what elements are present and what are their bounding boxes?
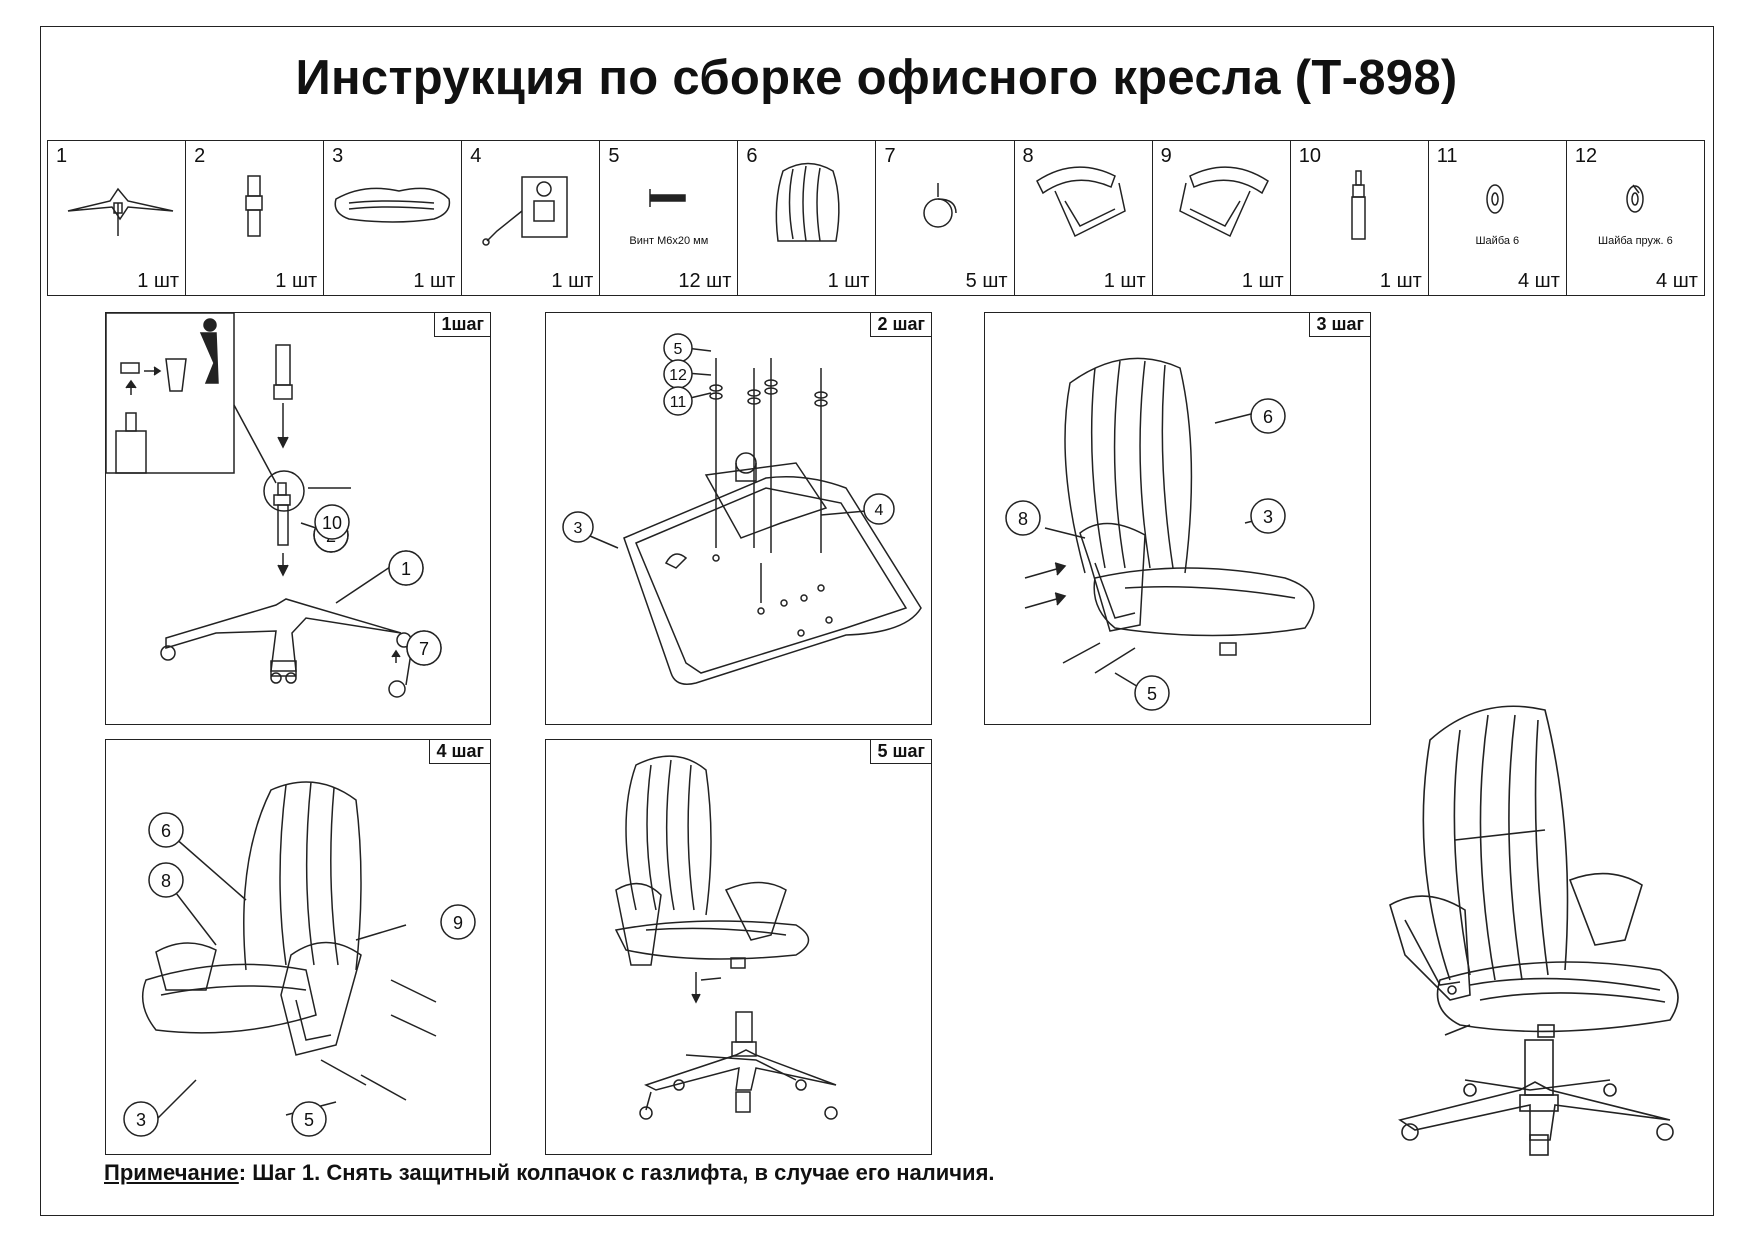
- part-cell: 7 5 шт: [876, 141, 1015, 295]
- callout-4: 4: [875, 502, 884, 519]
- gas-lift-cover-icon: [245, 175, 263, 237]
- part-quantity: 1 шт: [551, 270, 594, 292]
- step-3-panel: 3 шаг 6 8 3 5: [984, 312, 1371, 725]
- backrest-icon: [775, 162, 841, 242]
- spring-washer-icon: [1626, 184, 1644, 213]
- part-quantity: 4 шт: [1656, 270, 1698, 292]
- part-number: 6: [746, 145, 758, 167]
- callout-7: 7: [419, 639, 429, 659]
- callout-8: 8: [161, 871, 171, 891]
- part-cell: 2 1 шт: [186, 141, 325, 295]
- parts-table: 1 1 шт 2 1 шт 3: [47, 140, 1705, 296]
- step-4-diagram: 6 8 9 3 5: [123, 781, 476, 1137]
- part-quantity: 1 шт: [413, 270, 456, 292]
- part-quantity: 1 шт: [1379, 270, 1422, 292]
- part-quantity: 1 шт: [827, 270, 870, 292]
- part-cell: 11 Шайба 6 4 шт: [1429, 141, 1567, 295]
- part-number: 12: [1574, 145, 1598, 167]
- assembled-chair-illustration: [1389, 705, 1679, 1156]
- part-cell: 1 1 шт: [48, 141, 187, 295]
- callout-5: 5: [1147, 684, 1157, 704]
- step-1-diagram: 2 10 1 7: [106, 313, 442, 698]
- callout-6: 6: [161, 821, 171, 841]
- callout-3: 3: [136, 1110, 146, 1130]
- screw-icon: [649, 189, 687, 207]
- part-number: 4: [470, 145, 482, 167]
- callout-3: 3: [574, 520, 583, 537]
- step-label: 5 шаг: [870, 740, 931, 764]
- part-cell: 12 Шайба пруж. 6 4 шт: [1567, 141, 1704, 295]
- step-5-panel: 5 шаг: [545, 739, 932, 1155]
- part-caption: Шайба пруж. 6: [1598, 235, 1673, 247]
- chair-base-icon: [67, 187, 174, 236]
- part-number: 11: [1436, 145, 1458, 167]
- step-label: 4 шаг: [429, 740, 490, 764]
- part-number: 9: [1160, 145, 1172, 167]
- part-number: 5: [608, 145, 620, 167]
- part-cell: 8 1 шт: [1015, 141, 1153, 295]
- part-number: 1: [56, 145, 68, 167]
- part-cell: 10 1 шт: [1291, 141, 1429, 295]
- note-text: : Шаг 1. Снять защитный колпачок с газли…: [238, 1160, 995, 1185]
- callout-8: 8: [1018, 509, 1028, 529]
- gas-lift-icon: [1350, 170, 1366, 240]
- step-3-diagram: 6 8 3 5: [1005, 357, 1315, 711]
- caster-icon: [923, 183, 958, 228]
- washer-icon: [1486, 184, 1504, 214]
- part-number: 8: [1022, 145, 1034, 167]
- callout-10: 10: [322, 513, 342, 533]
- part-cell: 9 1 шт: [1153, 141, 1291, 295]
- callout-1: 1: [401, 559, 411, 579]
- callout-6: 6: [1263, 407, 1273, 427]
- part-cell: 5 Винт М6х20 мм 12 шт: [600, 141, 739, 295]
- part-number: 10: [1298, 145, 1321, 167]
- part-quantity: 1 шт: [1103, 270, 1146, 292]
- step-2-diagram: 5 12 11 3 4: [562, 333, 922, 685]
- note-label: Примечание: [104, 1160, 239, 1185]
- page-title: Инструкция по сборке офисного кресла (Т-…: [295, 51, 1458, 105]
- callout-5: 5: [304, 1110, 314, 1130]
- part-quantity: 5 шт: [965, 270, 1008, 292]
- part-caption: Шайба 6: [1475, 235, 1520, 247]
- step-4-panel: 4 шаг 6 8 9 3 5: [105, 739, 491, 1155]
- part-cell: 6 1 шт: [738, 141, 877, 295]
- seat-cushion-icon: [334, 187, 451, 223]
- part-quantity: 1 шт: [275, 270, 318, 292]
- assembly-note: Примечание: Шаг 1. Снять защитный колпач…: [104, 1160, 995, 1186]
- armrest-right-icon: [1178, 166, 1269, 238]
- callout-9: 9: [453, 913, 463, 933]
- callout-5: 5: [674, 341, 683, 358]
- part-caption: Винт М6х20 мм: [629, 235, 709, 247]
- step-1-panel: 1шаг: [105, 312, 491, 725]
- part-quantity: 1 шт: [137, 270, 180, 292]
- callout-3: 3: [1263, 507, 1273, 527]
- tilt-mechanism-icon: [482, 176, 568, 246]
- part-number: 2: [194, 145, 206, 167]
- step-2-panel: 2 шаг: [545, 312, 932, 725]
- step-label: 2 шаг: [870, 313, 931, 337]
- step-5-diagram: [614, 755, 838, 1120]
- callout-11: 11: [670, 394, 687, 411]
- page-frame: [40, 26, 1714, 1216]
- step-label: 1шаг: [434, 313, 490, 337]
- armrest-left-icon: [1035, 166, 1126, 238]
- part-cell: 3 1 шт: [324, 141, 463, 295]
- step-label: 3 шаг: [1309, 313, 1370, 337]
- callout-12: 12: [669, 367, 687, 384]
- part-number: 7: [884, 145, 896, 167]
- part-number: 3: [332, 145, 344, 167]
- part-quantity: 4 шт: [1517, 270, 1560, 292]
- part-quantity: 12 шт: [678, 270, 732, 292]
- part-cell: 4 1 шт: [462, 141, 601, 295]
- part-quantity: 1 шт: [1241, 270, 1284, 292]
